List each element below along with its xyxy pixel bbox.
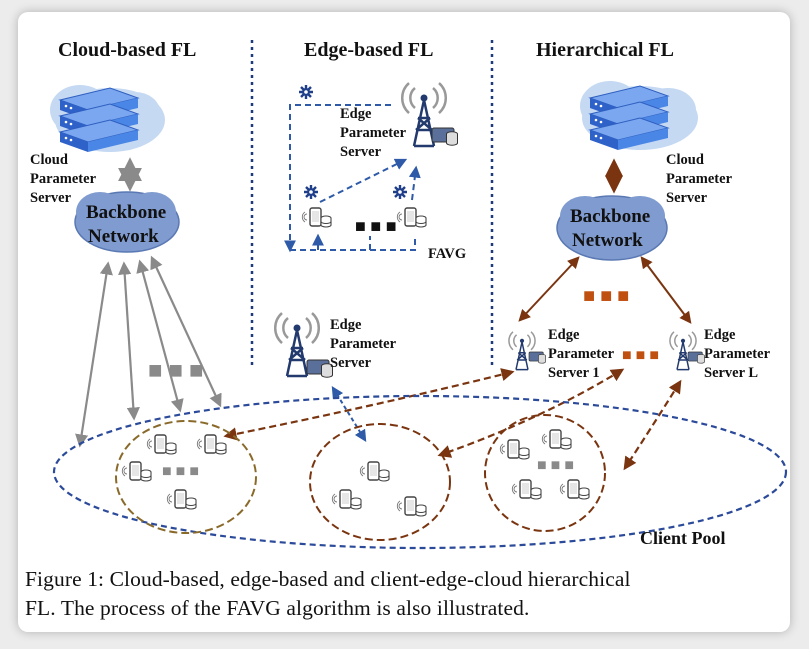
- ellipsis-orange: ■ ■ ■: [583, 285, 629, 307]
- phone-client-icon: [499, 439, 530, 460]
- svg-text:Server L: Server L: [704, 365, 758, 381]
- figure-caption: Figure 1: Cloud-based, edge-based and cl…: [25, 565, 785, 623]
- svg-text:Edge: Edge: [330, 317, 362, 333]
- svg-text:Parameter: Parameter: [666, 171, 733, 187]
- figure-diagram: Cloud-based FL Edge-based FL Hierarchica…: [30, 39, 788, 550]
- ellipsis-gray-small: ■ ■ ■: [162, 463, 199, 480]
- edge-client-arrow: [331, 385, 367, 443]
- phone-client-icon: [541, 429, 572, 450]
- phone-client-icon: [396, 496, 427, 517]
- svg-text:Parameter: Parameter: [704, 346, 771, 362]
- client-cluster-3: [484, 414, 606, 532]
- phone-client-icon: [166, 489, 197, 510]
- svg-text:Backbone: Backbone: [570, 206, 650, 227]
- gear-icon: [302, 183, 320, 201]
- svg-text:Parameter: Parameter: [30, 171, 97, 187]
- title-edge-fl: Edge-based FL: [304, 39, 433, 61]
- ellipsis-dark: ■ ■ ■: [355, 216, 397, 236]
- favg-label: FAVG: [428, 246, 466, 262]
- client-pool-label: Client Pool: [640, 528, 726, 548]
- svg-text:Cloud: Cloud: [30, 152, 68, 168]
- client-cluster-1: [115, 420, 257, 534]
- svg-text:Parameter: Parameter: [548, 346, 615, 362]
- phone-client-icon: [559, 479, 590, 500]
- caption-line-2: FL. The process of the FAVG algorithm is…: [25, 596, 530, 620]
- edge-server-l-label: Edge Parameter Server L: [704, 327, 771, 381]
- svg-text:Network: Network: [572, 230, 643, 251]
- svg-text:Server: Server: [330, 355, 372, 371]
- title-cloud-fl: Cloud-based FL: [58, 39, 196, 61]
- hier-cloud-server-label: Cloud Parameter Server: [666, 152, 733, 206]
- svg-text:Server: Server: [30, 190, 72, 206]
- svg-text:Server: Server: [340, 144, 382, 160]
- phone-client-icon: [146, 434, 177, 455]
- favg-process-arrows: [284, 104, 421, 253]
- phone-client-icon: [396, 207, 427, 228]
- svg-text:Server: Server: [666, 190, 708, 206]
- edge-server-l-icon: [669, 331, 705, 371]
- hier-edge-client-arrows: [223, 368, 682, 471]
- edge-mid-tower-icon: [273, 311, 333, 378]
- svg-text:Network: Network: [88, 226, 159, 247]
- edge-server-1-label: Edge Parameter Server 1: [548, 327, 615, 381]
- svg-text:Edge: Edge: [340, 106, 372, 122]
- svg-text:Parameter: Parameter: [330, 336, 397, 352]
- hier-backbone-edge-arrows: [518, 256, 692, 324]
- phone-client-icon: [511, 479, 542, 500]
- svg-text:Parameter: Parameter: [340, 125, 407, 141]
- svg-text:Edge: Edge: [704, 327, 736, 343]
- phone-client-icon: [359, 461, 390, 482]
- svg-text:Edge: Edge: [548, 327, 580, 343]
- edge-top-tower-icon: [400, 81, 458, 148]
- gear-icon: [297, 83, 315, 101]
- gear-icon: [391, 183, 409, 201]
- client-cluster-2: [309, 423, 451, 541]
- hier-cloud-server-icon: [580, 81, 698, 151]
- client-pool-ring: [52, 394, 788, 550]
- backbone-cloud-left: Backbone Network: [74, 191, 180, 253]
- svg-text:Server 1: Server 1: [548, 365, 600, 381]
- backbone-cloud-right: Backbone Network: [556, 195, 668, 261]
- cloud-server-icon: [50, 85, 165, 153]
- edge-server-1-icon: [508, 331, 546, 371]
- ellipsis-gray: ■ ■ ■: [148, 358, 204, 384]
- title-hierarchical-fl: Hierarchical FL: [536, 39, 674, 61]
- phone-client-icon: [301, 207, 332, 228]
- ellipsis-orange-small: ■ ■ ■: [622, 347, 659, 364]
- svg-text:Backbone: Backbone: [86, 202, 166, 223]
- cloud-client-arrows: [75, 255, 222, 448]
- phone-client-icon: [196, 434, 227, 455]
- phone-client-icon: [331, 489, 362, 510]
- edge-mid-label: Edge Parameter Server: [330, 317, 397, 371]
- cloud-server-label: Cloud Parameter Server: [30, 152, 97, 206]
- edge-top-label: Edge Parameter Server: [340, 106, 407, 160]
- phone-client-icon: [121, 461, 152, 482]
- svg-text:Cloud: Cloud: [666, 152, 704, 168]
- ellipsis-gray-small: ■ ■ ■: [537, 457, 574, 474]
- caption-line-1: Figure 1: Cloud-based, edge-based and cl…: [25, 567, 631, 591]
